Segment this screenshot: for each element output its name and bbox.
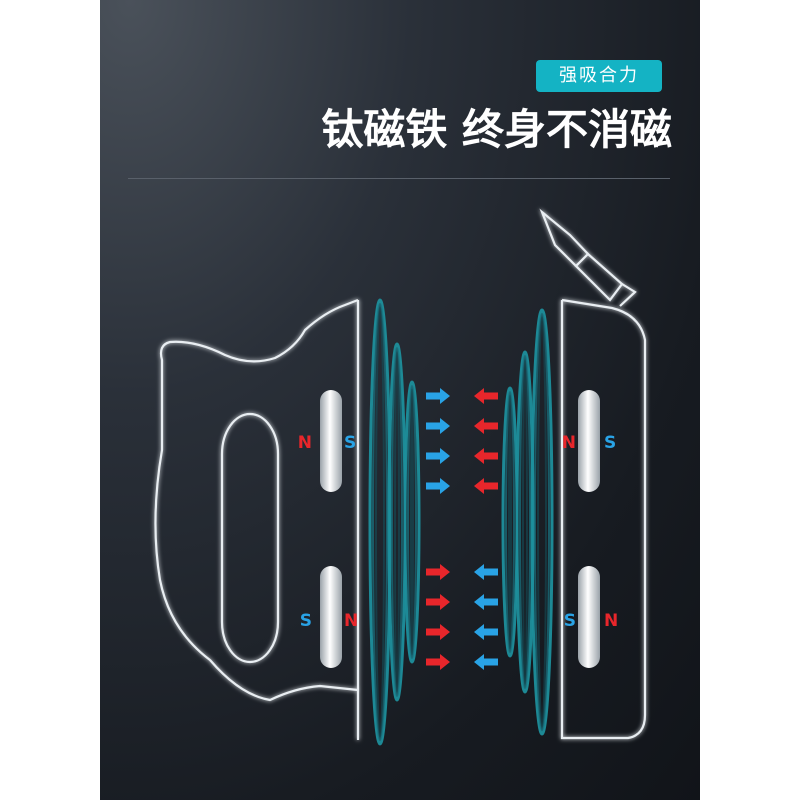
divider bbox=[128, 178, 670, 179]
arrow-bottom-right-0 bbox=[474, 564, 498, 580]
right-cleaner-outline bbox=[539, 208, 647, 740]
magnet-bars bbox=[320, 390, 600, 668]
pole-left-bottom-a: S bbox=[300, 611, 312, 631]
product-panel: 强吸合力 钛磁铁 终身不消磁 bbox=[100, 0, 700, 800]
attraction-arrows bbox=[426, 388, 498, 670]
magnet-left-bottom bbox=[320, 566, 342, 668]
magnet-right-bottom bbox=[578, 566, 600, 668]
pole-left-bottom-b: N bbox=[344, 611, 358, 631]
arrow-top-right-3 bbox=[474, 478, 498, 494]
wave-left-1-1 bbox=[391, 347, 403, 697]
wave-right-1-1 bbox=[519, 355, 531, 689]
wave-left-2-2 bbox=[410, 389, 414, 655]
pole-right-bottom-b: N bbox=[604, 611, 618, 631]
wave-right-0-1 bbox=[534, 313, 550, 731]
pole-right-top-b: S bbox=[604, 433, 616, 453]
magnet-right-top bbox=[578, 390, 600, 492]
wave-left-2-1 bbox=[407, 385, 417, 659]
arrow-top-right-1 bbox=[474, 418, 498, 434]
arrow-top-right-0 bbox=[474, 388, 498, 404]
pole-left-top-a: N bbox=[298, 433, 312, 453]
arrow-bottom-right-3 bbox=[474, 654, 498, 670]
arrow-top-left-1 bbox=[426, 418, 450, 434]
arrow-bottom-left-0 bbox=[426, 564, 450, 580]
arrow-bottom-left-2 bbox=[426, 624, 450, 640]
pole-right-bottom-a: S bbox=[564, 611, 576, 631]
arrow-top-left-0 bbox=[426, 388, 450, 404]
wave-right-2-1 bbox=[505, 391, 515, 653]
arrow-top-left-3 bbox=[426, 478, 450, 494]
arrow-bottom-right-2 bbox=[474, 624, 498, 640]
wave-right-0-2 bbox=[537, 317, 547, 727]
feature-badge: 强吸合力 bbox=[536, 60, 662, 92]
left-cleaner-outline bbox=[154, 298, 360, 740]
magnet-diagram: N S S N N S S N bbox=[154, 208, 647, 746]
headline: 钛磁铁 终身不消磁 bbox=[321, 105, 672, 154]
arrow-bottom-left-1 bbox=[426, 594, 450, 610]
arrow-top-left-2 bbox=[426, 448, 450, 464]
wave-right-2-0 bbox=[501, 386, 519, 658]
pole-right-top-a: N bbox=[562, 433, 576, 453]
wave-left-0-1 bbox=[372, 303, 388, 741]
wave-right-2-2 bbox=[508, 395, 512, 649]
pole-left-top-b: S bbox=[344, 433, 356, 453]
wave-right-1-2 bbox=[522, 359, 528, 685]
wave-left-0-2 bbox=[375, 307, 385, 737]
pole-labels: N S S N N S S N bbox=[298, 433, 618, 631]
wave-left-2-0 bbox=[403, 380, 421, 664]
arrow-bottom-left-3 bbox=[426, 654, 450, 670]
arrow-top-right-2 bbox=[474, 448, 498, 464]
wave-left-1-2 bbox=[394, 351, 400, 693]
magnetic-field-waves bbox=[368, 298, 554, 746]
magnet-left-top bbox=[320, 390, 342, 492]
arrow-bottom-right-1 bbox=[474, 594, 498, 610]
